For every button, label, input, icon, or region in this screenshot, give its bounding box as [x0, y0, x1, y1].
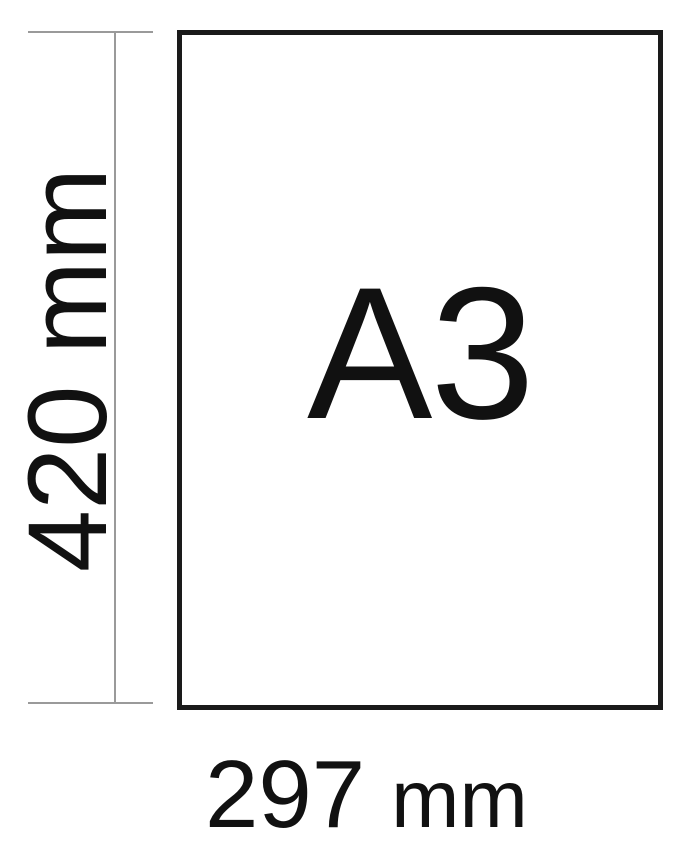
- paper-sheet: A3: [177, 30, 663, 710]
- height-label: 420 mm: [5, 167, 130, 573]
- top-extension-line: [28, 31, 153, 33]
- width-unit: mm: [391, 754, 528, 845]
- height-dimension-line: [114, 31, 116, 704]
- bottom-extension-line: [28, 702, 153, 704]
- width-value: 297: [205, 741, 366, 848]
- paper-size-label: A3: [307, 248, 535, 458]
